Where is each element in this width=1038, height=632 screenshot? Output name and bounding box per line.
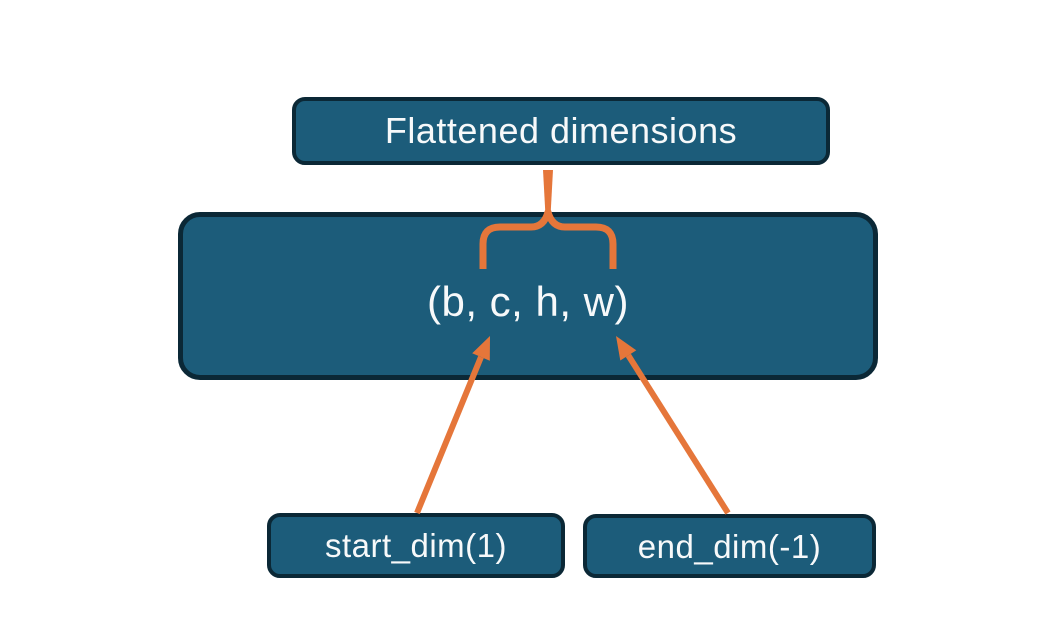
node-end-dim-label: end_dim(-1): [637, 527, 822, 565]
node-tensor-shape: (b, c, h, w): [178, 212, 878, 380]
node-end-dim: end_dim(-1): [583, 514, 876, 578]
node-flattened-dimensions-label: Flattened dimensions: [384, 110, 738, 151]
node-tensor-shape-label: (b, c, h, w): [426, 278, 630, 325]
stem-connector: [543, 170, 553, 216]
node-start-dim: start_dim(1): [267, 513, 565, 578]
node-flattened-dimensions: Flattened dimensions: [292, 97, 830, 165]
node-start-dim-label: start_dim(1): [324, 527, 508, 564]
